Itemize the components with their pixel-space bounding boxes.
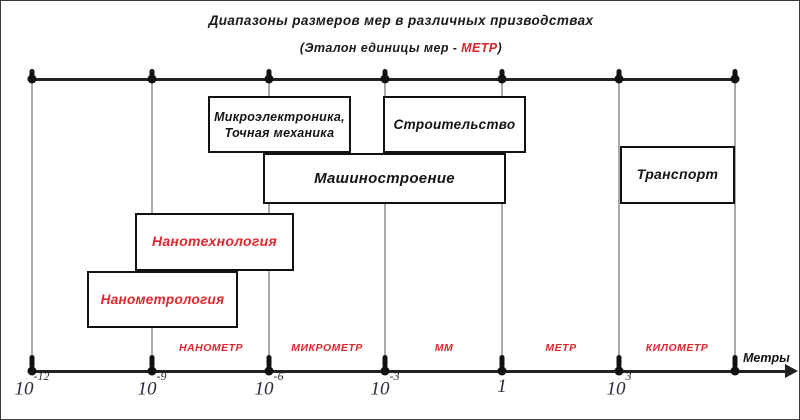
domain-box-construction[interactable]: Строительство [383,96,526,153]
axis-tick-t7 [732,355,738,371]
domain-label-nanotechnology: Нанотехнология [151,233,278,250]
axis-arrow-icon [785,364,798,378]
top-tick-dot-t3 [264,74,274,84]
tick-label-t1: 10-12 [14,368,50,400]
unit-label-u-kilometr: КИЛОМЕТР [645,342,709,354]
domain-box-microelectronics[interactable]: Микроэлектроника,Точная механика [208,96,351,153]
subtitle-accent: МЕТР [461,41,498,55]
axis-tick-t6 [616,355,622,371]
domain-box-transport[interactable]: Транспорт [620,146,735,204]
subtitle-suffix: ) [497,41,503,55]
domain-label-nanometrology: Нанометрология [100,291,225,307]
unit-label-u-nanometr: НАНОМЕТР [178,342,244,354]
axis-tick-dot-t3 [264,366,274,376]
gridline-t4 [384,83,386,370]
top-tick-dot-t2 [147,74,157,84]
top-tick-dot-t5 [497,74,507,84]
domain-label-microelectronics: Микроэлектроника,Точная механика [214,109,345,140]
unit-label-u-mikrometr: МИКРОМЕТР [291,342,363,354]
axis-title: Метры [743,351,790,365]
domain-box-machine-building[interactable]: Машиностроение [263,153,506,204]
top-tick-dot-t7 [730,74,740,84]
top-tick-dot-t1 [27,74,37,84]
top-tick-dot-t4 [380,74,390,84]
axis-tick-dot-t2 [147,366,157,376]
domain-label-machine-building: Машиностроение [314,169,455,187]
gridline-t5 [501,83,503,370]
domain-label-transport: Транспорт [636,166,719,183]
tick-label-t3: 10-6 [254,368,284,400]
domain-box-nanometrology[interactable]: Нанометрология [87,271,238,328]
axis-tick-t5 [499,355,505,371]
axis-tick-dot-t7 [730,366,740,376]
axis-line [31,370,791,373]
page-subtitle: (Эталон единицы мер - МЕТР) [1,41,799,55]
unit-label-u-mm: ММ [434,342,454,354]
unit-label-u-metr: МЕТР [545,342,577,354]
gridline-t1 [31,83,33,370]
gridline-t6 [618,83,620,370]
domain-label-construction: Строительство [393,116,516,132]
axis-tick-dot-t6 [614,366,624,376]
tick-label-t6: 103 [606,368,632,400]
subtitle-prefix: (Эталон единицы мер - [299,41,462,55]
axis-tick-dot-t4 [380,366,390,376]
tick-label-t5: 1 [497,376,507,397]
axis-tick-dot-t5 [497,366,507,376]
top-tick-dot-t6 [614,74,624,84]
axis-tick-t2 [149,355,155,371]
tick-label-t4: 10-3 [370,368,400,400]
axis-tick-dot-t1 [27,366,37,376]
axis-tick-t3 [266,355,272,371]
axis-tick-t4 [382,355,388,371]
tick-label-t2: 10-9 [137,368,167,400]
gridline-t7 [734,83,736,370]
domain-box-nanotechnology[interactable]: Нанотехнология [135,213,294,271]
page-title: Диапазоны размеров мер в различных призв… [208,13,594,28]
axis-tick-t1 [29,355,35,371]
